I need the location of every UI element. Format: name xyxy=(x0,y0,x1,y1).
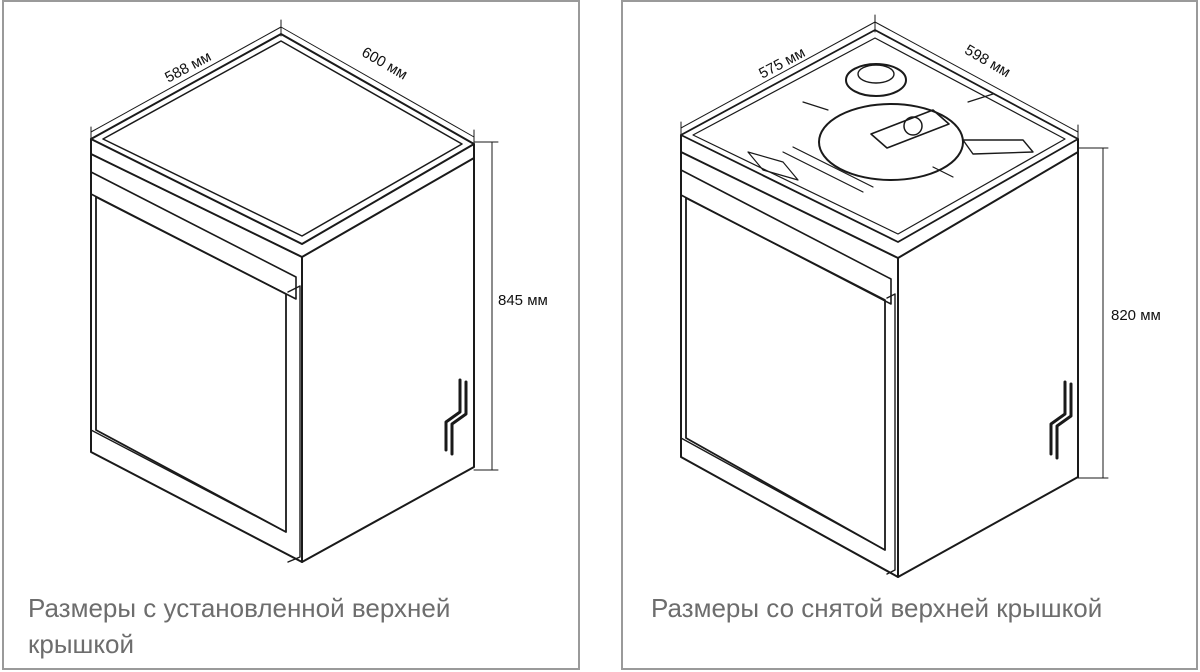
door-edge xyxy=(287,285,301,563)
width-dimension-label: 600 мм xyxy=(359,44,411,84)
top-rim-outline xyxy=(680,29,1079,243)
front-outline xyxy=(90,153,303,563)
top-cover-thickness xyxy=(90,138,475,258)
spray-arm-center-icon xyxy=(903,116,923,136)
hose-connector-icon xyxy=(962,139,1034,155)
dishwasher-drawing-without-cover: 575 мм 598 мм 820 мм xyxy=(680,14,1161,578)
rim-thickness xyxy=(680,134,1079,259)
caption-without-cover: Размеры со снятой верхней крышкой xyxy=(651,593,1103,623)
top-rim-inner xyxy=(692,37,1066,235)
side-hose-icon xyxy=(444,378,468,456)
upper-spray-arm-hub xyxy=(857,64,895,84)
panel-without-top-cover: 575 мм 598 мм 820 мм Размеры со снятой в… xyxy=(621,0,1198,670)
lower-spray-arm-icon xyxy=(818,103,964,181)
door-panel xyxy=(685,197,886,551)
dimension-lines xyxy=(90,19,499,471)
top-cover-inner-edge xyxy=(102,40,463,237)
control-module-icon xyxy=(747,151,799,181)
height-dimension-label: 820 мм xyxy=(1111,307,1161,324)
width-dimension-label: 598 мм xyxy=(962,42,1014,82)
dimension-lines xyxy=(680,14,1109,479)
side-hose-icon xyxy=(1049,380,1073,460)
dishwasher-drawing-with-cover: 588 мм 600 мм 845 мм xyxy=(90,19,548,563)
control-panel-strip xyxy=(90,171,297,300)
door-edge xyxy=(886,293,896,575)
panel-with-top-cover: 588 мм 600 мм 845 мм Размеры с установле… xyxy=(2,0,580,670)
kick-plate-line xyxy=(90,429,287,533)
upper-spray-arm-icon xyxy=(845,63,907,97)
depth-dimension-label: 588 мм xyxy=(162,48,214,86)
control-panel-strip xyxy=(680,169,892,305)
spray-arm-blade xyxy=(870,109,950,149)
caption-line-1: Размеры с установленной верхней xyxy=(28,593,451,623)
height-dimension-label: 845 мм xyxy=(498,292,548,309)
front-outline xyxy=(680,151,899,578)
top-cover-outline xyxy=(90,33,475,245)
side-panel xyxy=(897,151,1079,578)
kick-plate-line xyxy=(680,437,886,551)
top-cover-lip xyxy=(90,153,303,258)
top-rim-details xyxy=(782,93,994,193)
side-panel xyxy=(301,157,475,563)
caption-with-cover: Размеры с установленной верхней крышкой xyxy=(28,590,548,662)
caption-line-2: крышкой xyxy=(28,629,135,659)
